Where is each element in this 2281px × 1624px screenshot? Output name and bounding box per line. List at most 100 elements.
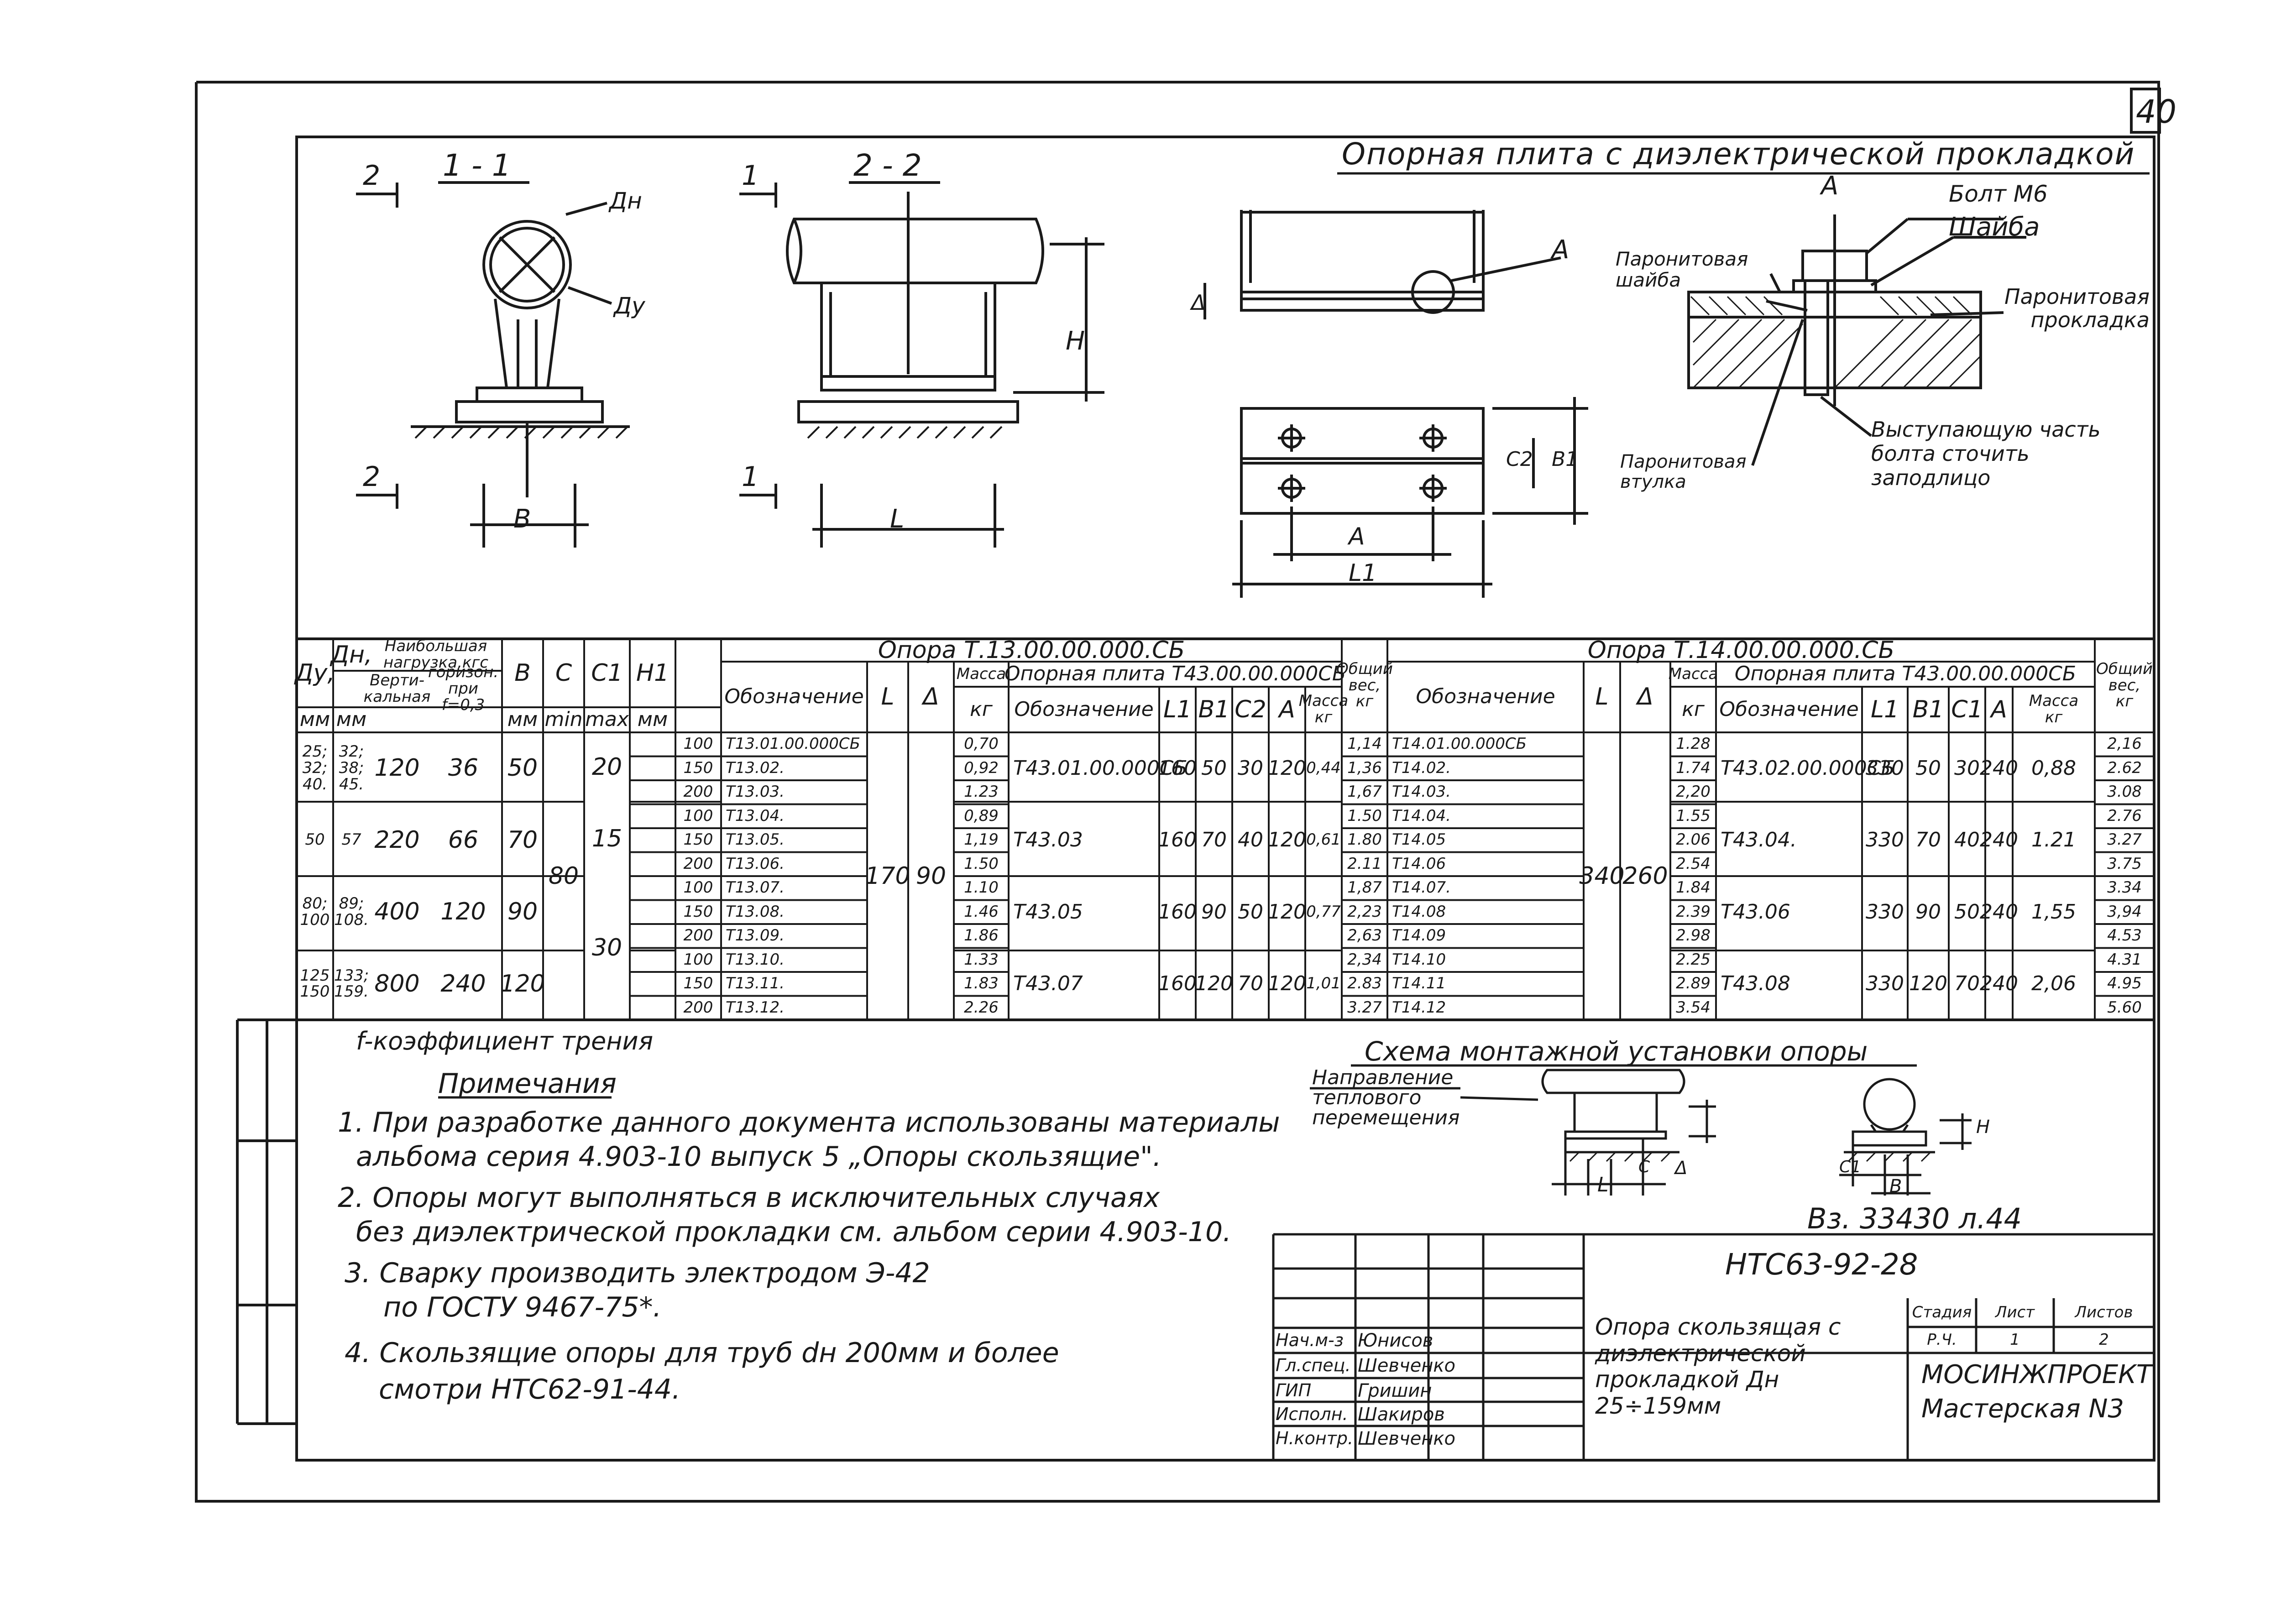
table-row-h1: 200 (683, 998, 713, 1017)
staff-name: Шакиров (1358, 1404, 1445, 1425)
table-row-designation-2: Т14.06 (1392, 854, 1446, 873)
table-row-h1: 100 (683, 735, 713, 753)
plate-2-l1: 330 (1866, 756, 1904, 780)
s2-mass-header: Масса (1668, 664, 1718, 683)
p1-c2-header: C2 (1235, 695, 1266, 723)
plate-1-designation: Т43.05 (1013, 900, 1083, 924)
plate-1-mass: 0,77 (1306, 902, 1341, 921)
table-row-designation-1: Т13.07. (726, 878, 785, 897)
stage-value: Р.Ч. (1927, 1330, 1957, 1349)
table-row-designation-2: Т14.04. (1392, 806, 1451, 825)
table-row-mass-2: 3.54 (1676, 998, 1711, 1017)
table-row-designation-1: Т13.12. (726, 998, 785, 1017)
table-row-mass-1: 2.26 (964, 998, 999, 1017)
col-du: Ду, (295, 659, 335, 687)
table-row-designation-2: Т14.10 (1392, 950, 1446, 969)
table-row-designation-1: Т13.06. (726, 854, 785, 873)
plate-1-l1: 160 (1158, 756, 1197, 780)
table-row-mass-2: 2.98 (1676, 926, 1711, 945)
plate-1-l1: 160 (1158, 828, 1197, 852)
scheme-c: C (1638, 1158, 1650, 1176)
col-horiz: горизон. при f=0,3 (428, 663, 499, 714)
ground-hatch-1 (414, 426, 628, 439)
drawing-code: НТС63-92-28 (1725, 1248, 1918, 1282)
s1-l-value: 170 (865, 862, 910, 890)
col-b: B (514, 659, 531, 687)
plate-2-mass: 2,06 (2031, 972, 2076, 996)
plate-1-b1: 50 (1201, 756, 1227, 780)
unit-mm-b: мм (507, 708, 538, 731)
dim-l1-label: L1 (1349, 559, 1377, 587)
dim-c2-label: C2 (1506, 448, 1533, 471)
sheet-label: Лист (1995, 1303, 2035, 1321)
table-row-total-2: 2.62 (2107, 758, 2142, 777)
table-row-mass-1: 0,92 (964, 758, 999, 777)
cut-mark-2-top: 2 (363, 160, 381, 192)
staff-role: Нач.м-з (1276, 1330, 1344, 1350)
plate-2-a: 240 (1980, 828, 2018, 852)
table-row-designation-1: Т13.11. (726, 974, 785, 993)
staff-name: Гришин (1358, 1380, 1432, 1401)
scheme-direction: Направление теплового перемещения (1312, 1066, 1460, 1129)
p2-b1-header: B1 (1912, 695, 1944, 723)
table-row-mass-1: 1.46 (964, 902, 999, 921)
table-row-total-2: 5.60 (2107, 998, 2142, 1017)
support-2-header: Опора Т.14.00.00.000.СБ (1587, 636, 1895, 664)
plate-2-designation: Т43.06 (1721, 900, 1790, 924)
plate-1-designation: Т43.07 (1013, 972, 1083, 996)
p1-a-header: A (1279, 695, 1295, 723)
scheme-h: H (1976, 1117, 1990, 1138)
p2-a-header: A (1991, 695, 2007, 723)
plate-2-designation: Т43.02.00.000СБ (1721, 756, 1895, 780)
page-number: 40 (2136, 93, 2177, 131)
table-row-designation-2: Т14.12 (1392, 998, 1446, 1017)
table-row-total-1: 2,34 (1347, 950, 1382, 969)
plate-2-b1: 120 (1909, 972, 1947, 996)
note-2-line-1: 2. Опоры могут выполняться в исключитель… (338, 1182, 1160, 1214)
group-du: 80; 100 (300, 894, 330, 929)
note-2-line-2: без диэлектрической прокладки см. альбом… (356, 1216, 1232, 1248)
table-row-h1: 200 (683, 783, 713, 801)
table-row-total-1: 1.80 (1347, 830, 1382, 849)
group-dn: 32; 38; 45. (339, 742, 364, 794)
group-vert-load: 400 (374, 898, 420, 926)
note-4-line-2: смотри НТС62-91-44. (379, 1373, 681, 1405)
table-row-mass-2: 1.84 (1676, 878, 1711, 897)
plate-2-c1: 70 (1954, 972, 1980, 996)
plate-2-mass: 1.21 (2031, 828, 2076, 852)
table-row-designation-1: Т13.05. (726, 830, 785, 849)
table-row-designation-1: Т13.09. (726, 926, 785, 945)
paronite-washer-label: Паронитовая шайба (1616, 248, 1748, 292)
group-horiz-load: 66 (448, 826, 479, 854)
table-row-mass-1: 1.10 (964, 878, 999, 897)
plate-2-designation: Т43.04. (1721, 828, 1797, 852)
group-dn: 133; 159. (334, 966, 369, 1001)
table-row-total-2: 4.95 (2107, 974, 2142, 993)
plate-2-a: 240 (1980, 900, 2018, 924)
s1-delta-header: Δ (923, 683, 939, 711)
unit-mm-h1: мм (637, 708, 668, 731)
note-1-line-2: альбома серия 4.903-10 выпуск 5 „Опоры с… (356, 1141, 1161, 1173)
plate-2-a: 240 (1980, 756, 2018, 780)
table-row-h1: 100 (683, 806, 713, 825)
staff-name: Шевченко (1358, 1355, 1455, 1376)
table-row-total-2: 2,16 (2107, 735, 2142, 753)
table-row-total-1: 1,36 (1347, 758, 1382, 777)
s2-delta-value: 260 (1622, 862, 1668, 890)
table-row-mass-2: 1.74 (1676, 758, 1711, 777)
table-row-designation-2: Т14.03. (1392, 783, 1451, 801)
ground-hatch-2 (807, 426, 1003, 439)
note-4-line-1: 4. Скользящие опоры для труб dн 200мм и … (345, 1337, 1059, 1369)
col-vert: Верти-кальная (363, 671, 431, 706)
c1-value-2: 15 (591, 825, 623, 853)
total-weight-2-header: Общий вес,кг (2096, 659, 2153, 711)
note-1-line-1: 1. При разработке данного документа испо… (338, 1107, 1280, 1138)
table-row-designation-2: Т14.01.00.000СБ (1392, 735, 1527, 753)
table-row-mass-1: 1.83 (964, 974, 999, 993)
table-row-h1: 150 (683, 758, 713, 777)
plate-1-a: 120 (1268, 828, 1306, 852)
table-row-total-2: 3.34 (2107, 878, 2142, 897)
friction-note: f-коэффициент трения (356, 1027, 654, 1055)
